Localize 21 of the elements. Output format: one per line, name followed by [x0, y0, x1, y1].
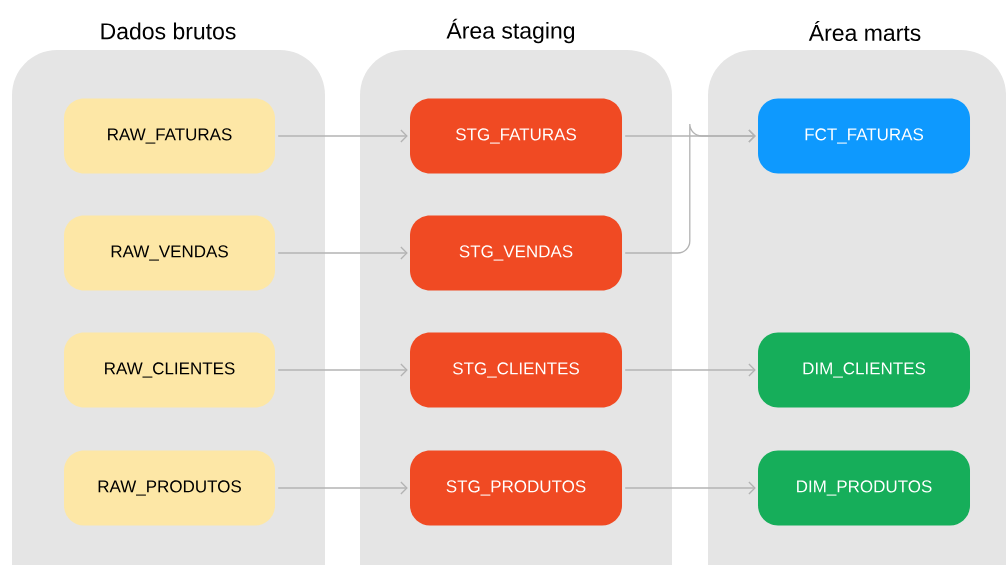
- fact-box: FCT_FATURAS: [758, 98, 970, 174]
- source-box: RAW_CLIENTES: [64, 332, 275, 408]
- arrow: [624, 481, 756, 495]
- arrow: [277, 363, 408, 377]
- panel-heading: Dados brutos: [101, 22, 236, 40]
- panel-heading: Área staging: [446, 18, 575, 44]
- source-box: RAW_VENDAS: [64, 215, 275, 291]
- panel-heading: Área marts: [808, 20, 921, 42]
- staging-box: STG_PRODUTOS: [410, 450, 622, 526]
- arrow: [277, 246, 408, 260]
- arrow: [624, 363, 756, 377]
- source-box: RAW_FATURAS: [64, 98, 275, 174]
- source-box: RAW_PRODUTOS: [64, 450, 275, 526]
- dimension-box: DIM_CLIENTES: [758, 332, 970, 408]
- arrow: [277, 129, 408, 143]
- arrow: [277, 481, 408, 495]
- dimension-box: DIM_PRODUTOS: [758, 450, 970, 526]
- staging-box: STG_CLIENTES: [410, 332, 622, 408]
- arrow: [624, 123, 756, 254]
- staging-box: STG_FATURAS: [410, 98, 622, 174]
- staging-box: STG_VENDAS: [410, 215, 622, 291]
